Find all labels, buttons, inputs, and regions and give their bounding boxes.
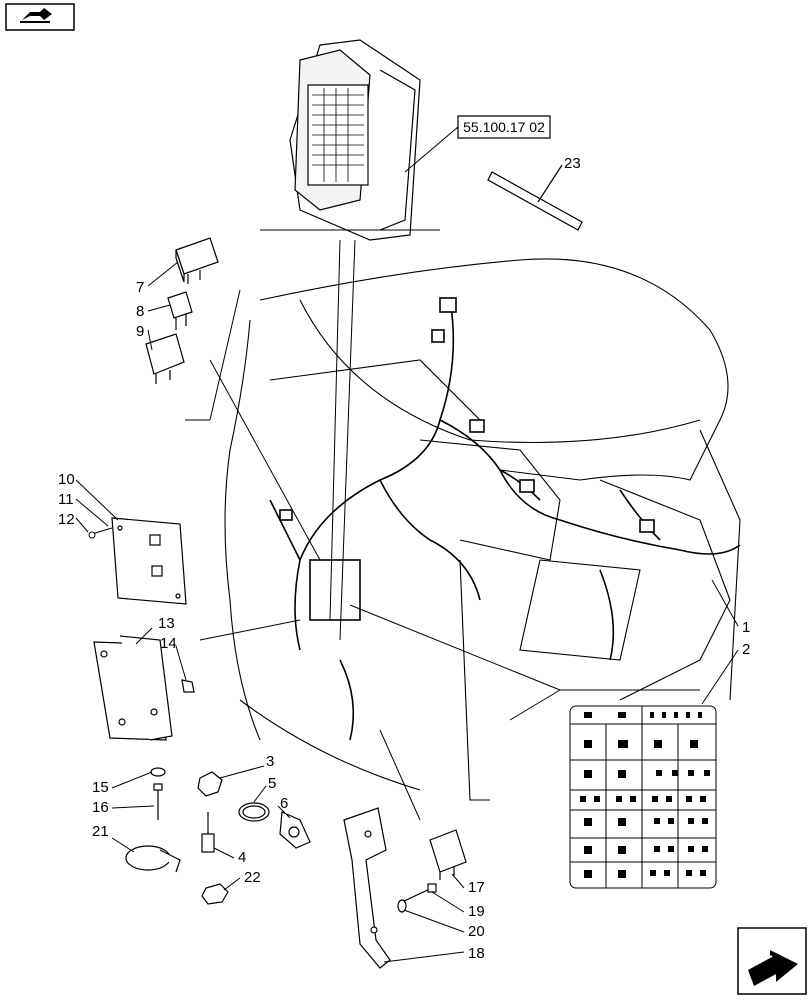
callout-21: 21 xyxy=(92,823,109,840)
leader-lines-main xyxy=(185,229,700,821)
callout-23: 23 xyxy=(564,155,581,172)
fuse-box xyxy=(289,39,421,241)
plate-leaders xyxy=(135,627,187,681)
callout-2: 2 xyxy=(742,641,750,658)
bolt-short xyxy=(88,527,113,539)
book-arrow-icon[interactable] xyxy=(5,3,75,31)
lower-left-leaders xyxy=(111,771,155,853)
nut xyxy=(181,679,195,693)
callout-14: 14 xyxy=(160,635,177,652)
small-part-leaders xyxy=(213,765,291,891)
callout-18: 18 xyxy=(468,945,485,962)
hex-nut-small xyxy=(201,883,229,905)
callout-5: 5 xyxy=(268,775,276,792)
mounting-plate-large xyxy=(93,635,173,741)
callout-10: 10 xyxy=(58,471,75,488)
right-leaders xyxy=(701,579,739,705)
callout-3: 3 xyxy=(266,753,274,770)
callout-13: 13 xyxy=(158,615,175,632)
wiring-harness xyxy=(269,297,741,741)
callout-22: 22 xyxy=(244,869,261,886)
callout-15: 15 xyxy=(92,779,109,796)
callout-7: 7 xyxy=(136,279,144,296)
bolt-leaders-top xyxy=(75,479,119,533)
callout-20: 20 xyxy=(468,923,485,940)
relay-leaders xyxy=(147,261,179,351)
bracket xyxy=(343,807,391,969)
callout-6: 6 xyxy=(280,795,288,812)
washer xyxy=(150,767,166,777)
bracket-leaders xyxy=(383,873,465,963)
cable-clip xyxy=(279,811,311,849)
rod-part xyxy=(487,164,583,231)
callout-16: 16 xyxy=(92,799,109,816)
mounting-plate xyxy=(111,517,187,605)
callout-labels: 1 2 3 4 5 6 7 8 9 10 11 12 13 14 15 16 1… xyxy=(58,155,750,962)
reference-box[interactable]: 55.100.17 02 xyxy=(404,115,551,173)
next-page-arrow-icon[interactable] xyxy=(737,927,807,995)
hose-clamp-large xyxy=(125,845,181,873)
relay-small xyxy=(167,291,193,330)
cab-outline xyxy=(224,258,741,801)
screw xyxy=(401,883,437,903)
callout-4: 4 xyxy=(238,849,246,866)
hose-clamp xyxy=(238,802,270,822)
callout-19: 19 xyxy=(468,903,485,920)
stud-bolt xyxy=(201,812,215,853)
bolt-long xyxy=(153,783,163,820)
callout-9: 9 xyxy=(136,323,144,340)
reference-box-text: 55.100.17 02 xyxy=(463,119,545,135)
relay-square xyxy=(429,829,467,880)
relay-large xyxy=(175,237,219,284)
hex-nut xyxy=(197,771,223,797)
washer-small xyxy=(397,899,407,913)
callout-12: 12 xyxy=(58,511,75,528)
callout-11: 11 xyxy=(58,491,74,508)
relay-cube xyxy=(145,333,185,384)
callout-8: 8 xyxy=(136,303,144,320)
callout-17: 17 xyxy=(468,879,485,896)
callout-1: 1 xyxy=(742,619,750,636)
fuse-legend-table xyxy=(569,705,717,889)
